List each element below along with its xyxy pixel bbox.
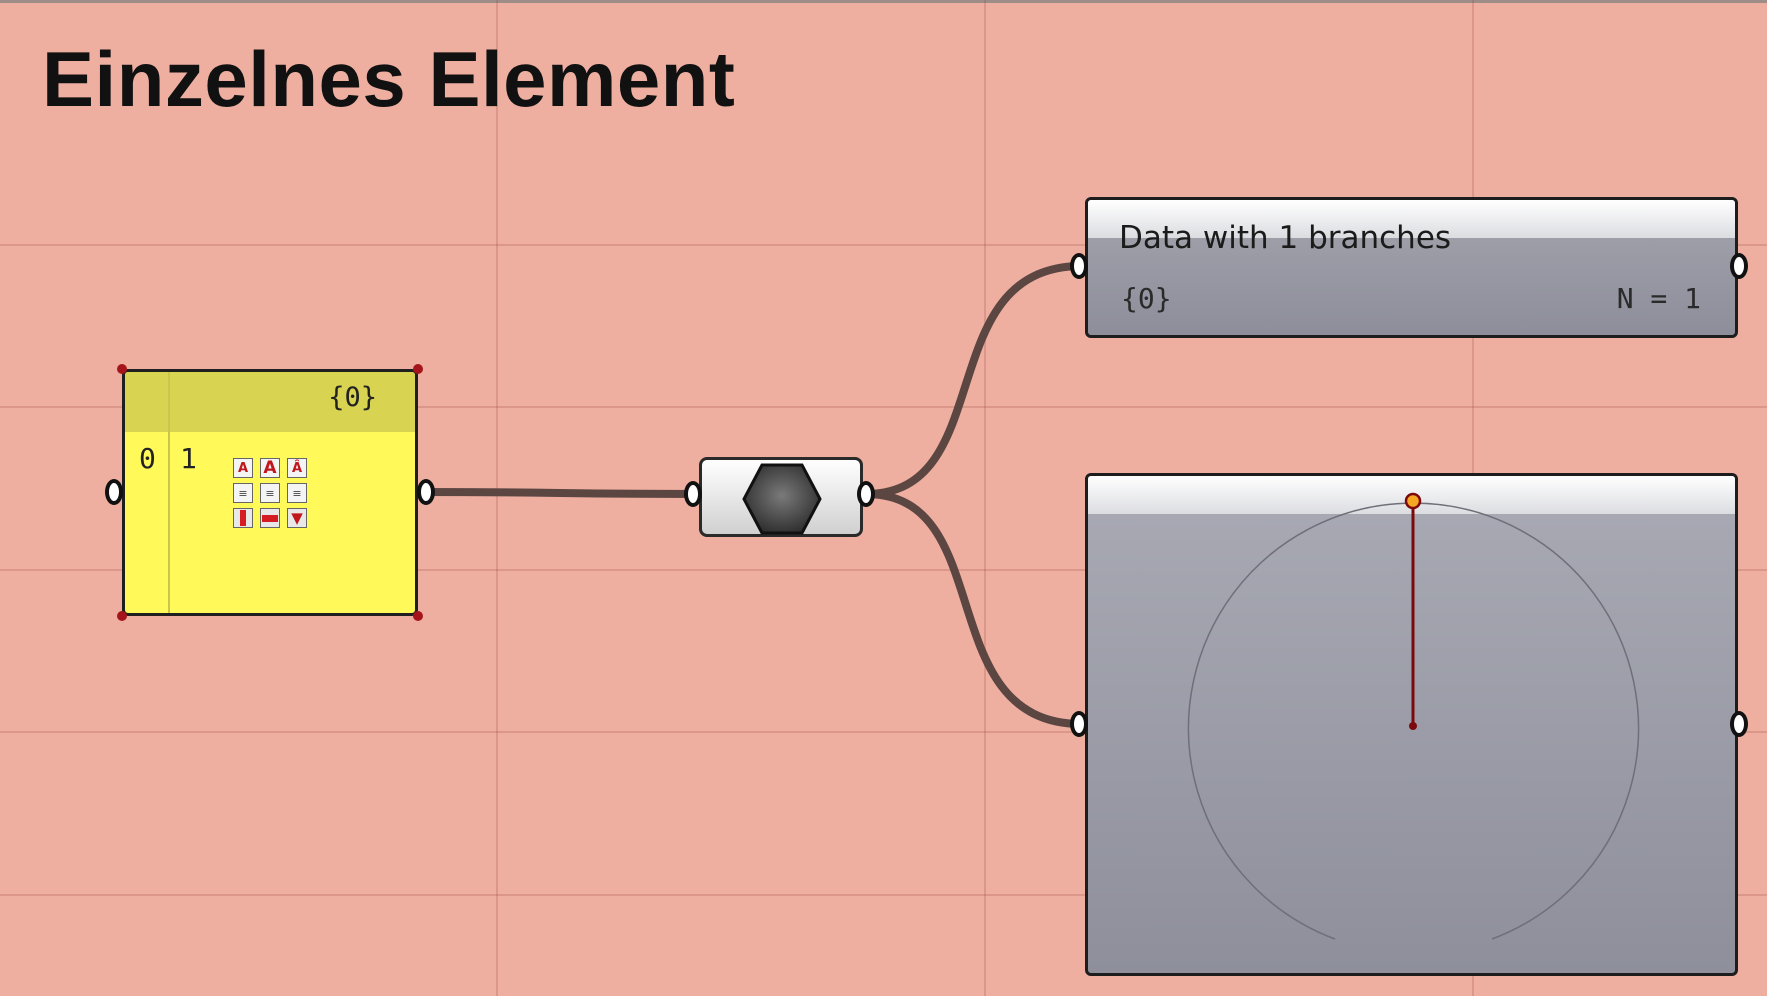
grid-line [0,406,1767,408]
wrap-icon[interactable] [260,508,280,528]
viewer-header [1088,200,1735,238]
param-viewer[interactable]: Data with 1 branches {0} N = 1 [1085,197,1738,338]
panel-corner-handle[interactable] [413,364,423,374]
gauge-input-port[interactable] [1070,711,1088,737]
viewer-item-count: N = 1 [1616,282,1701,315]
wire-panel-to-dam [419,488,698,498]
panel-item-value[interactable]: 1 [180,442,197,475]
canvas-title: Einzelnes Element [42,35,736,123]
wire-dam-to-viewer [865,262,1083,498]
panel-input-port[interactable] [105,479,123,505]
canvas-top-edge [0,0,1767,3]
grid-line [496,0,498,996]
viewer-branch-path: {0} [1121,282,1172,315]
text-size-down-icon[interactable]: A [233,458,253,478]
wire-dam-to-gauge [865,490,1083,728]
grid-line [0,569,1767,571]
gauge-pivot [1409,722,1417,730]
grid-line [0,894,1767,896]
border-icon[interactable] [233,508,253,528]
gauge-component[interactable] [1085,473,1738,976]
panel-output-port[interactable] [417,479,435,505]
align-center-icon[interactable]: ≡ [260,483,280,503]
dam-output-port[interactable] [857,481,875,507]
panel-corner-handle[interactable] [117,611,127,621]
hexagon-icon [742,463,822,535]
panel-corner-handle[interactable] [117,364,127,374]
grid-line [0,731,1767,733]
text-size-up-icon[interactable]: Â [287,458,307,478]
data-dam-component[interactable] [699,457,863,537]
grid-line [984,0,986,996]
viewer-title: Data with 1 branches [1119,220,1452,256]
grid-line [0,244,1767,246]
gauge-dial [1187,492,1640,940]
align-right-icon[interactable]: ≡ [287,483,307,503]
viewer-input-port[interactable] [1070,253,1088,279]
color-icon[interactable]: ▼ [287,508,307,528]
dam-input-port[interactable] [684,481,702,507]
panel-format-icons: A A Â ≡ ≡ ≡ ▼ [233,458,309,528]
panel-divider [168,372,170,613]
align-left-icon[interactable]: ≡ [233,483,253,503]
text-size-icon[interactable]: A [260,458,280,478]
text-panel[interactable]: {0} 0 1 A A Â ≡ ≡ ≡ ▼ [122,369,418,616]
panel-item-index: 0 [139,442,156,475]
viewer-output-port[interactable] [1730,253,1748,279]
gauge-output-port[interactable] [1730,711,1748,737]
gauge-knob [1404,492,1422,510]
panel-branch-path: {0} [328,382,377,413]
panel-header [125,372,415,432]
panel-corner-handle[interactable] [413,611,423,621]
